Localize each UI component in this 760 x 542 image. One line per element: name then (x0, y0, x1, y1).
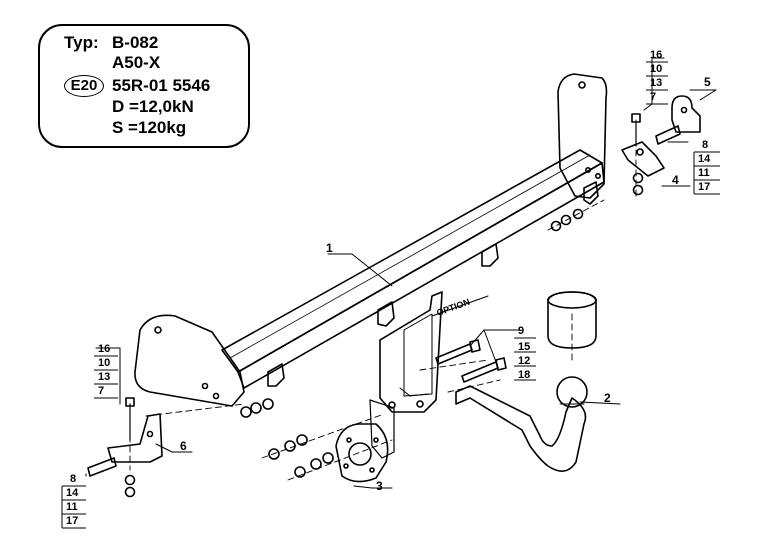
spec-box: Typ: B-082 A50-X E20 55R-01 5546 D =12,0… (38, 24, 250, 148)
type-value: B-082 (112, 33, 159, 52)
callout-stack-lb-3: 17 (66, 515, 78, 527)
callout-stack-tr-3: 7 (650, 91, 656, 103)
callout-stack-rb-2: 11 (698, 167, 710, 179)
right-plate (655, 95, 701, 145)
s-value: S =120kg (112, 118, 187, 137)
socket-plate (335, 399, 395, 483)
callout-stack-right-bolt: 8 14 11 17 (693, 139, 720, 195)
right-bracket (621, 113, 665, 177)
callout-stack-lt-1: 10 (98, 357, 110, 369)
callout-5: 5 (704, 75, 711, 89)
callout-stack-tr-2: 13 (650, 77, 662, 89)
ball-neck-bolts (435, 339, 507, 383)
center-bracket (379, 291, 443, 413)
callout-stack-ball-2: 12 (518, 355, 530, 367)
callout-stack-ball-3: 18 (518, 369, 530, 381)
ball-neck (455, 376, 588, 472)
callout-stack-top-right: 16 10 13 7 (646, 49, 668, 105)
callout-stack-ball-bolts: 9 15 12 18 (514, 325, 536, 381)
callout-2: 2 (604, 391, 611, 405)
callout-stack-lb-0: 8 (70, 473, 76, 485)
callout-stack-rb-3: 17 (698, 181, 710, 193)
callout-6: 6 (180, 439, 187, 453)
callout-stack-lt-2: 13 (98, 371, 110, 383)
assembly-lines (129, 119, 637, 481)
callout-stack-left-bottom: 8 14 11 17 (61, 473, 86, 529)
nut-clusters (124, 172, 644, 498)
callout-3: 3 (376, 479, 383, 493)
callout-stack-tr-0: 16 (650, 49, 662, 61)
callout-stack-tr-1: 10 (650, 63, 662, 75)
callout-stack-left-top: 16 10 13 7 (94, 343, 118, 399)
callout-stack-rb-1: 14 (698, 153, 711, 165)
callout-stack-lb-2: 11 (66, 501, 78, 513)
main-crossbar (134, 73, 608, 407)
callout-stack-lb-1: 14 (66, 487, 79, 499)
callout-stack-rb-0: 8 (702, 139, 708, 151)
callout-stack-ball-0: 9 (518, 325, 524, 337)
type-label: Typ: (64, 33, 99, 52)
callout-stack-lt-0: 16 (98, 343, 110, 355)
ball-cap (547, 291, 597, 349)
d-value: D =12,0kN (112, 97, 194, 116)
variant-value: A50-X (112, 53, 161, 72)
callout-stack-lt-3: 7 (98, 385, 104, 397)
callout-stack-ball-1: 15 (518, 341, 530, 353)
approval-number: 55R-01 5546 (112, 76, 211, 95)
option-label: OPTION (435, 297, 471, 318)
left-bracket (87, 397, 163, 477)
callout-4: 4 (672, 173, 679, 187)
leader-lines (85, 57, 717, 489)
e20-approval-badge: E20 (64, 75, 104, 97)
callout-1: 1 (326, 241, 333, 255)
option-leader (431, 295, 489, 317)
